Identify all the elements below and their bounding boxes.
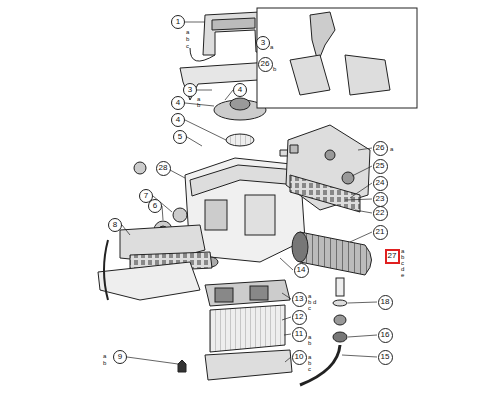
callout-number: 3	[256, 36, 270, 50]
variant-letter: b	[197, 102, 200, 108]
callout-number: 5	[173, 130, 187, 144]
callout-number: 10	[292, 350, 307, 365]
callout-number: 3	[183, 83, 197, 97]
callout-number: 4	[171, 113, 185, 127]
callout-text: 23	[376, 195, 385, 203]
callout-text: 15	[381, 353, 390, 361]
variant-letter: b	[308, 340, 311, 346]
callout-number: 8	[108, 218, 122, 232]
callout-text: 10	[295, 353, 304, 361]
variant-letter: c	[308, 305, 311, 311]
callout-number: 9	[113, 350, 127, 364]
variant-letter: c	[308, 366, 311, 372]
callout-text: 26	[376, 144, 385, 152]
callout-text: 3	[188, 86, 192, 94]
callout-number: 18	[378, 295, 393, 310]
callout-text: 8	[113, 221, 117, 229]
callout-text: 27	[388, 252, 397, 260]
callout-text: 18	[381, 298, 390, 306]
callout-text: 7	[144, 192, 148, 200]
callout-text: 28	[159, 164, 168, 172]
callout-text: 16	[381, 331, 390, 339]
callout-text: 6	[153, 202, 157, 210]
callout-text: 13	[295, 295, 304, 303]
callout-text: 12	[295, 313, 304, 321]
callout-number: 24	[373, 176, 388, 191]
callout-text: 22	[376, 209, 385, 217]
callout-text: 25	[376, 162, 385, 170]
variant-letter: b	[186, 36, 189, 42]
variant-letter: a	[390, 146, 393, 152]
callout-number: 4	[233, 83, 247, 97]
callout-text: 3	[261, 39, 265, 47]
highlighted-callout: 27	[385, 249, 400, 264]
variant-letter: a	[270, 44, 273, 50]
variant-letter: a	[197, 96, 200, 102]
callout-text: 11	[295, 330, 303, 338]
variant-letter: d	[401, 266, 404, 272]
callout-number: 23	[373, 192, 388, 207]
callout-text: 5	[178, 133, 182, 141]
variant-letter: a	[186, 29, 189, 35]
callout-text: 4	[176, 99, 180, 107]
callout-number: 12	[292, 310, 307, 325]
variant-letter: b	[103, 360, 106, 366]
callout-text: 9	[118, 353, 122, 361]
callout-text: 26	[261, 60, 270, 68]
variant-letter: b	[401, 254, 404, 260]
callout-number: 21	[373, 225, 388, 240]
variant-letter: b	[308, 299, 311, 305]
variant-letter: c	[401, 260, 404, 266]
variant-letter: e	[401, 272, 404, 278]
callout-number: 16	[378, 328, 393, 343]
callout-number: 14	[294, 263, 309, 278]
variant-letter: a	[308, 293, 311, 299]
variant-letter: b	[273, 66, 276, 72]
variant-letter: b	[308, 360, 311, 366]
callout-number: 28	[156, 161, 171, 176]
callout-number: 26	[373, 141, 388, 156]
callout-number: 1	[171, 15, 185, 29]
variant-letter: a	[308, 354, 311, 360]
callout-number: 25	[373, 159, 388, 174]
variant-letter: a	[401, 248, 404, 254]
variant-letter: a	[308, 334, 311, 340]
callout-number: 13	[292, 292, 307, 307]
callout-number: 4	[171, 96, 185, 110]
variant-letter: d	[313, 299, 316, 305]
callout-text: 21	[376, 228, 385, 236]
callout-text: 4	[176, 116, 180, 124]
callout-number: 22	[373, 206, 388, 221]
callout-number: 26	[258, 57, 273, 72]
callout-text: 1	[176, 18, 180, 26]
callout-number: 11	[292, 327, 307, 342]
callout-number: 6	[148, 199, 162, 213]
callout-text: 4	[238, 86, 242, 94]
variant-letter: c	[186, 43, 189, 49]
variant-letter: a	[103, 353, 106, 359]
callout-number: 15	[378, 350, 393, 365]
callout-text: 24	[376, 179, 385, 187]
callout-text: 14	[297, 266, 306, 274]
